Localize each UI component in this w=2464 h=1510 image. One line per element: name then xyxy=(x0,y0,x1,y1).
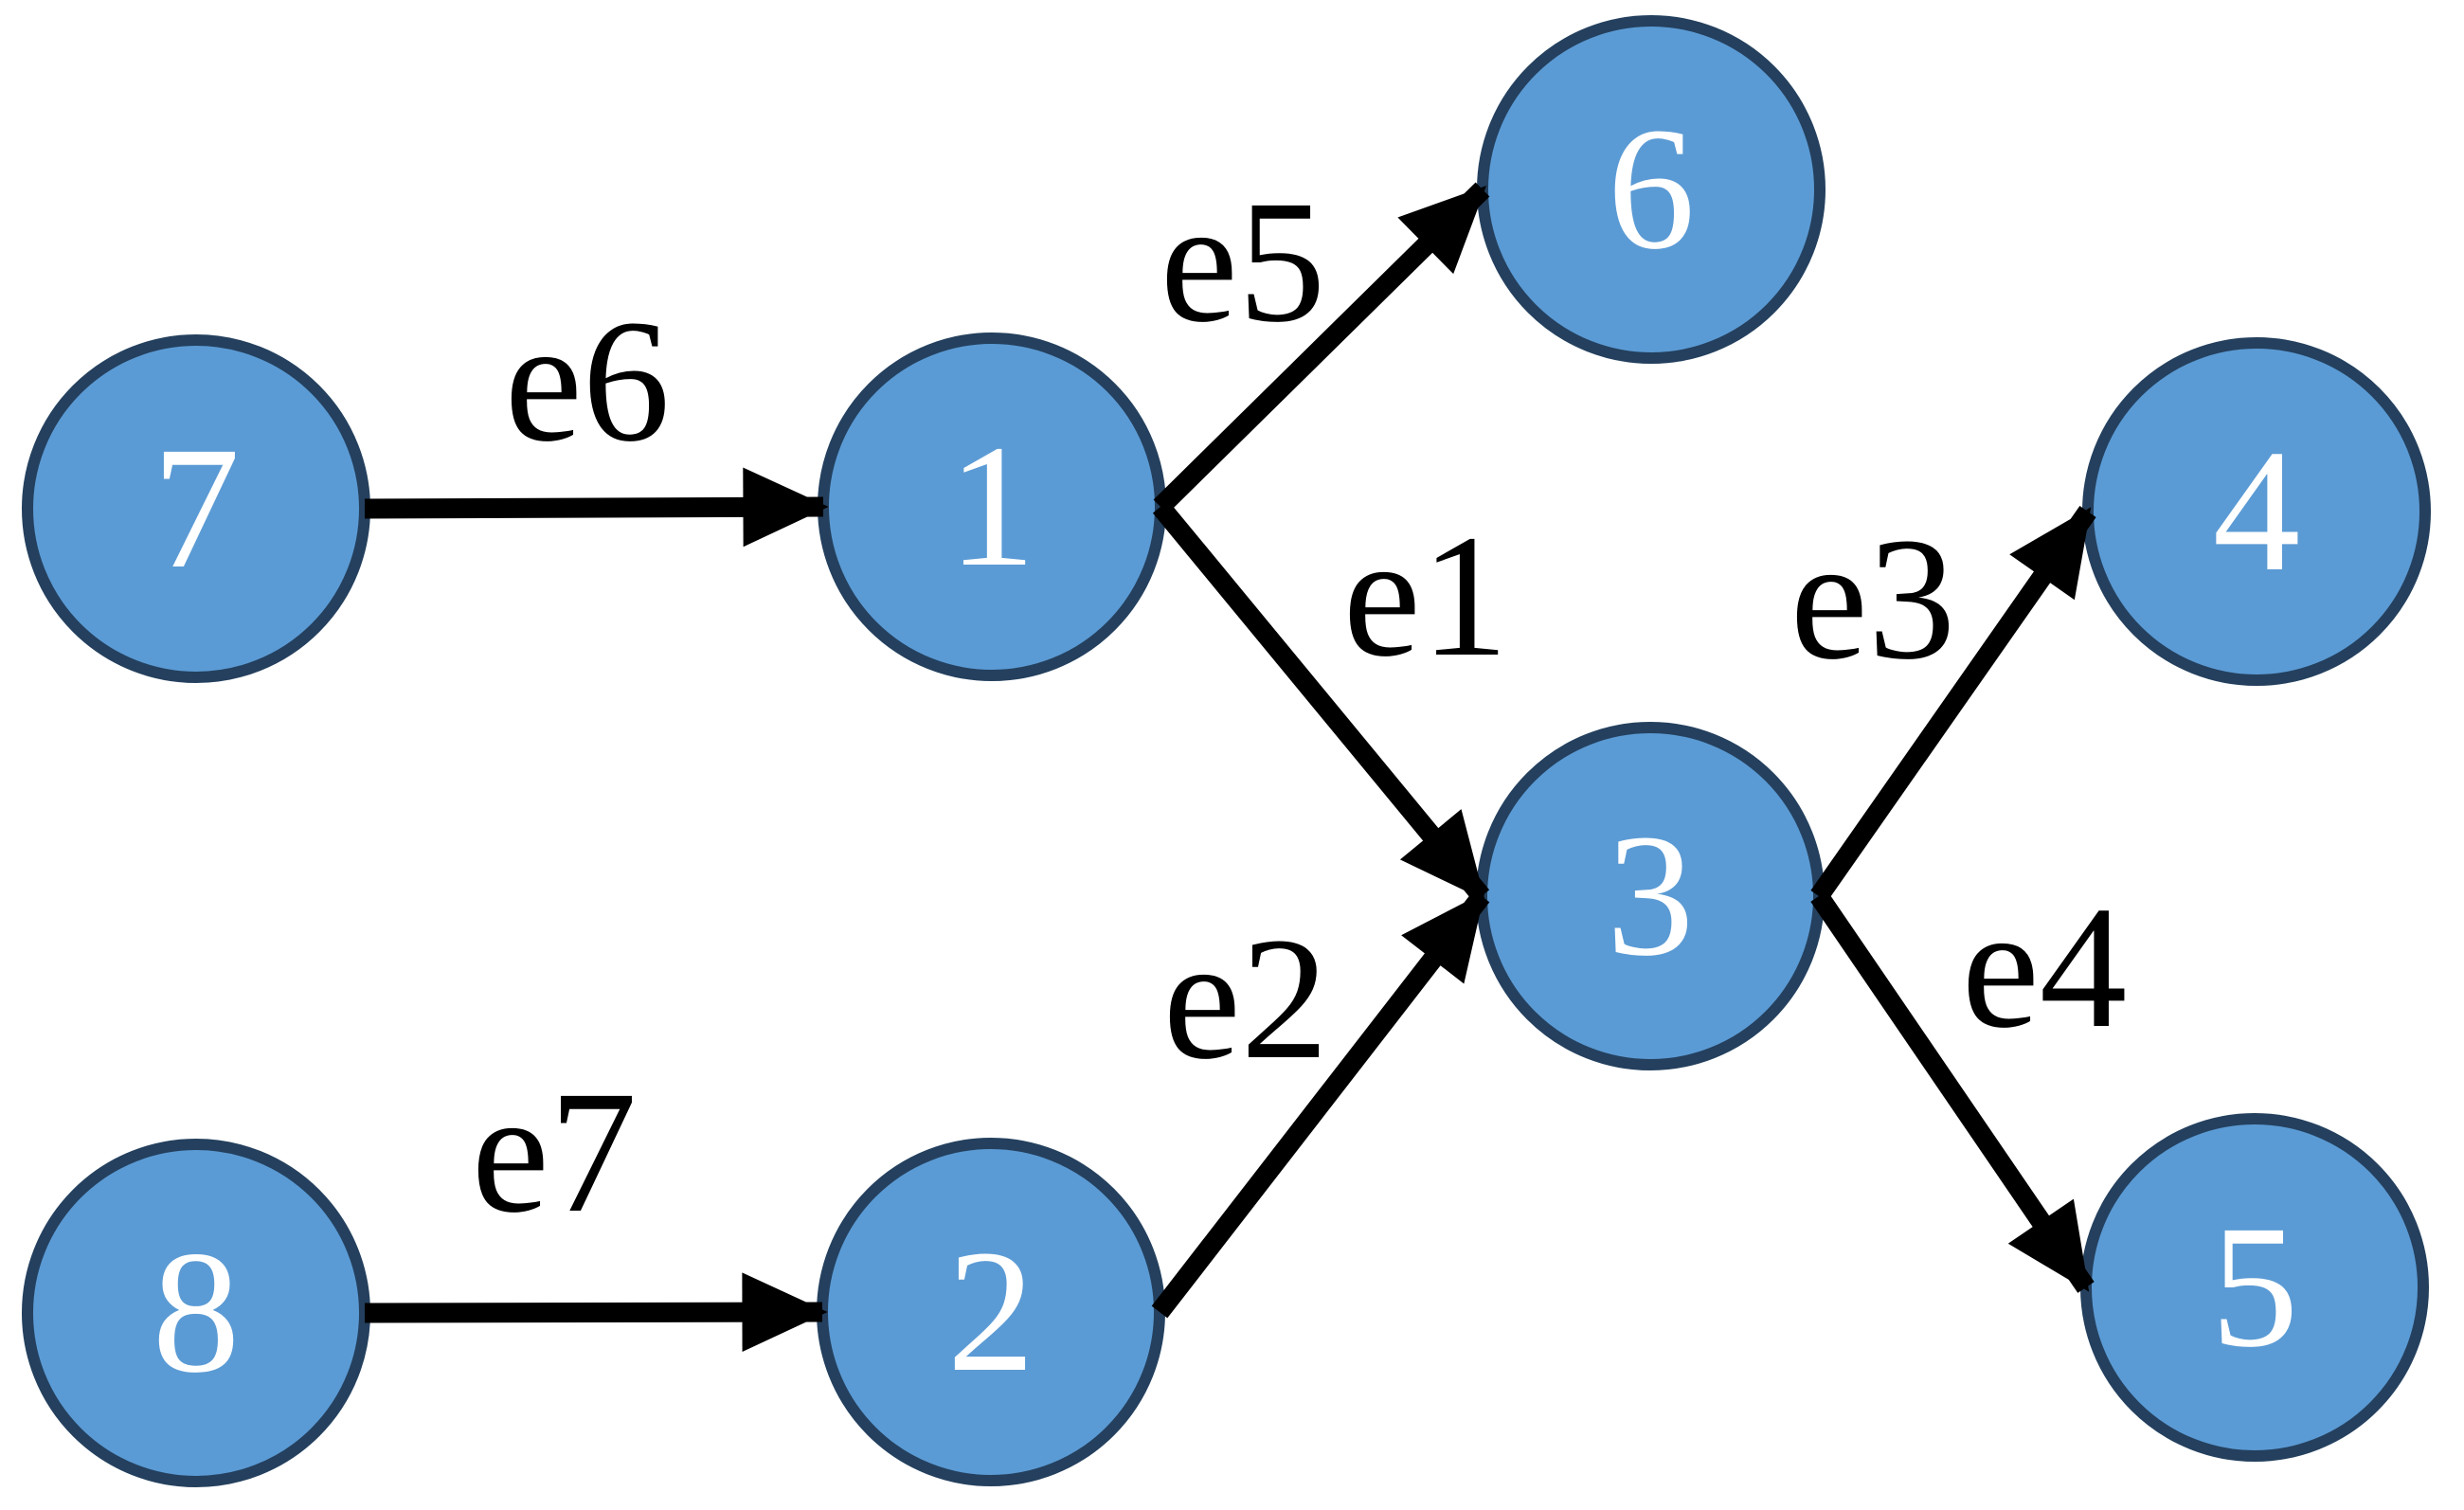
node-5-label: 5 xyxy=(2211,1190,2299,1384)
edge-e2-label: e2 xyxy=(1163,902,1329,1096)
edge-e5-label: e5 xyxy=(1160,165,1326,359)
edge-e4-line xyxy=(1810,890,2095,1293)
node-8-label: 8 xyxy=(153,1215,241,1410)
node-4-label: 4 xyxy=(2213,414,2301,608)
node-3-label: 3 xyxy=(1607,799,1695,993)
edge-e1-label: e1 xyxy=(1343,499,1509,693)
node-7-label: 7 xyxy=(153,411,241,605)
node-2-label: 2 xyxy=(947,1214,1035,1409)
edge-e6-label: e6 xyxy=(505,284,671,478)
node-6-label: 6 xyxy=(1608,92,1696,286)
edge-e5-line xyxy=(1153,182,1490,514)
edge-e6-line xyxy=(364,467,829,548)
node-1-label: 1 xyxy=(948,409,1036,603)
edge-e4-label: e4 xyxy=(1962,871,2128,1065)
edge-e2-line xyxy=(1151,890,1490,1319)
edge-e7-line xyxy=(364,1272,828,1353)
edge-e1-line xyxy=(1152,500,1490,903)
edge-e3-label: e3 xyxy=(1790,502,1956,696)
edge-e3-line xyxy=(1810,505,2096,903)
edge-e7-label: e7 xyxy=(472,1055,638,1249)
